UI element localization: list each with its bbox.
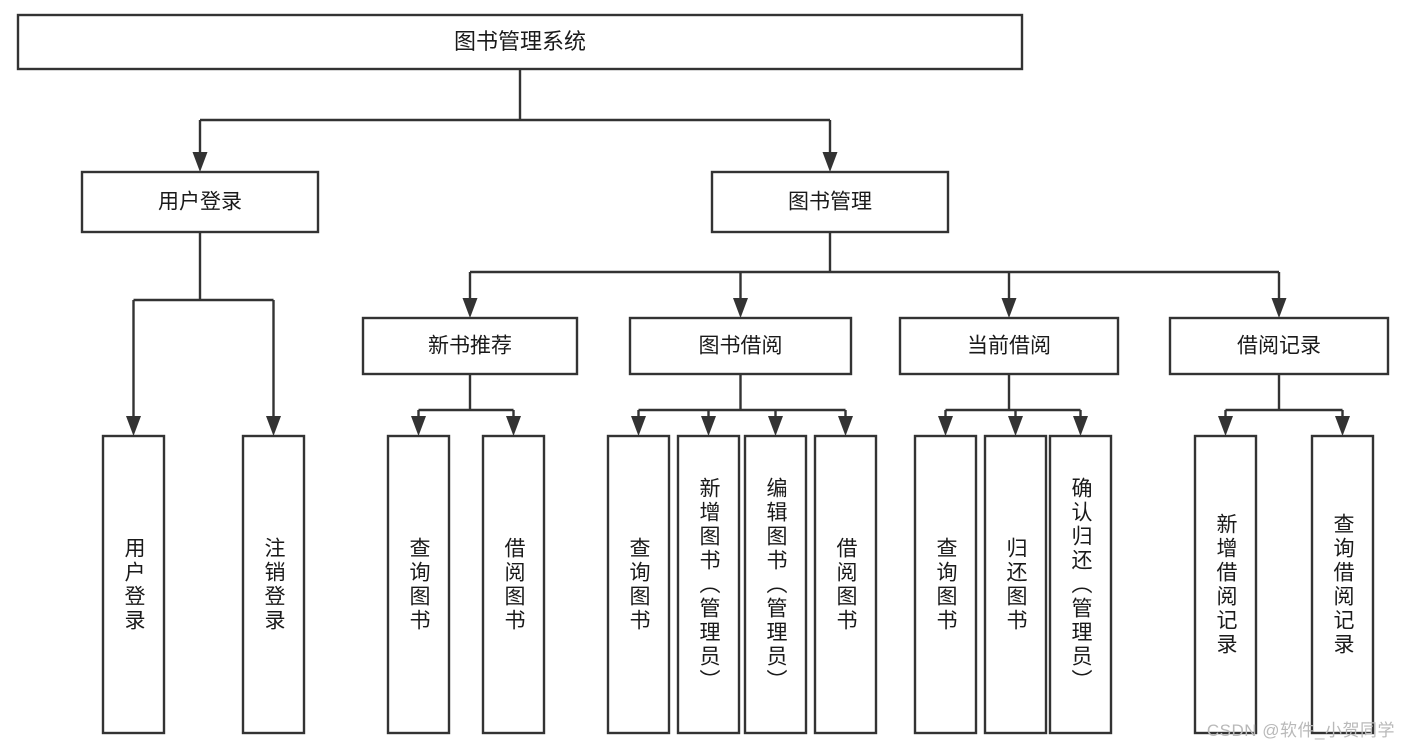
arrow-head-icon <box>1271 298 1287 318</box>
node-box-leaf-current-confirm-return <box>1048 434 1113 735</box>
arrow-head-icon <box>822 152 838 172</box>
arrow-head-icon <box>701 416 716 436</box>
arrow-head-icon <box>1073 416 1088 436</box>
arrow-head-icon <box>506 416 521 436</box>
arrow-head-icon <box>1335 416 1350 436</box>
node-box-leaf-user-login <box>101 434 166 735</box>
arrow-head-icon <box>1001 298 1017 318</box>
arrow-head-icon <box>411 416 426 436</box>
node-box-root <box>16 13 1024 71</box>
node-label-root: 图书管理系统 <box>454 29 586 54</box>
node-box-leaf-current-query-book <box>913 434 978 735</box>
node-box-leaf-borrow-borrow-book <box>813 434 878 735</box>
node-box-leaf-rec-borrow-book <box>481 434 546 735</box>
watermark-text: CSDN @软件_小贺同学 <box>1206 721 1395 740</box>
node-label-new-book-recommend: 新书推荐 <box>428 335 512 358</box>
arrow-head-icon <box>938 416 953 436</box>
node-boxes-layer <box>16 13 1390 735</box>
node-box-current-borrow <box>898 316 1120 376</box>
node-label-borrow-record: 借阅记录 <box>1237 335 1321 358</box>
node-box-borrow-record <box>1168 316 1390 376</box>
arrow-head-icon <box>126 416 141 436</box>
arrow-head-icon <box>192 152 208 172</box>
arrow-head-icon <box>1008 416 1023 436</box>
arrow-head-icon <box>462 298 478 318</box>
arrow-head-icon <box>266 416 281 436</box>
node-box-book-management <box>710 170 950 234</box>
node-box-leaf-rec-query-book <box>386 434 451 735</box>
node-box-leaf-borrow-query-book <box>606 434 671 735</box>
arrow-head-icon <box>631 416 646 436</box>
node-box-leaf-user-logout <box>241 434 306 735</box>
node-box-book-borrow <box>628 316 853 376</box>
node-box-user-login <box>80 170 320 234</box>
node-label-current-borrow: 当前借阅 <box>967 335 1051 358</box>
node-box-leaf-borrow-edit-book <box>743 434 808 735</box>
arrow-head-icon <box>1218 416 1233 436</box>
node-box-leaf-record-add <box>1193 434 1258 735</box>
node-box-leaf-current-return-book <box>983 434 1048 735</box>
arrow-head-icon <box>768 416 783 436</box>
node-label-book-management: 图书管理 <box>788 191 872 214</box>
node-box-leaf-borrow-add-book <box>676 434 741 735</box>
arrow-head-icon <box>838 416 853 436</box>
node-label-user-login: 用户登录 <box>158 191 242 214</box>
arrow-head-icon <box>733 298 748 318</box>
node-label-book-borrow: 图书借阅 <box>699 335 783 358</box>
node-box-new-book-recommend <box>361 316 579 376</box>
connector-layer <box>126 69 1350 436</box>
node-box-leaf-record-query <box>1310 434 1375 735</box>
